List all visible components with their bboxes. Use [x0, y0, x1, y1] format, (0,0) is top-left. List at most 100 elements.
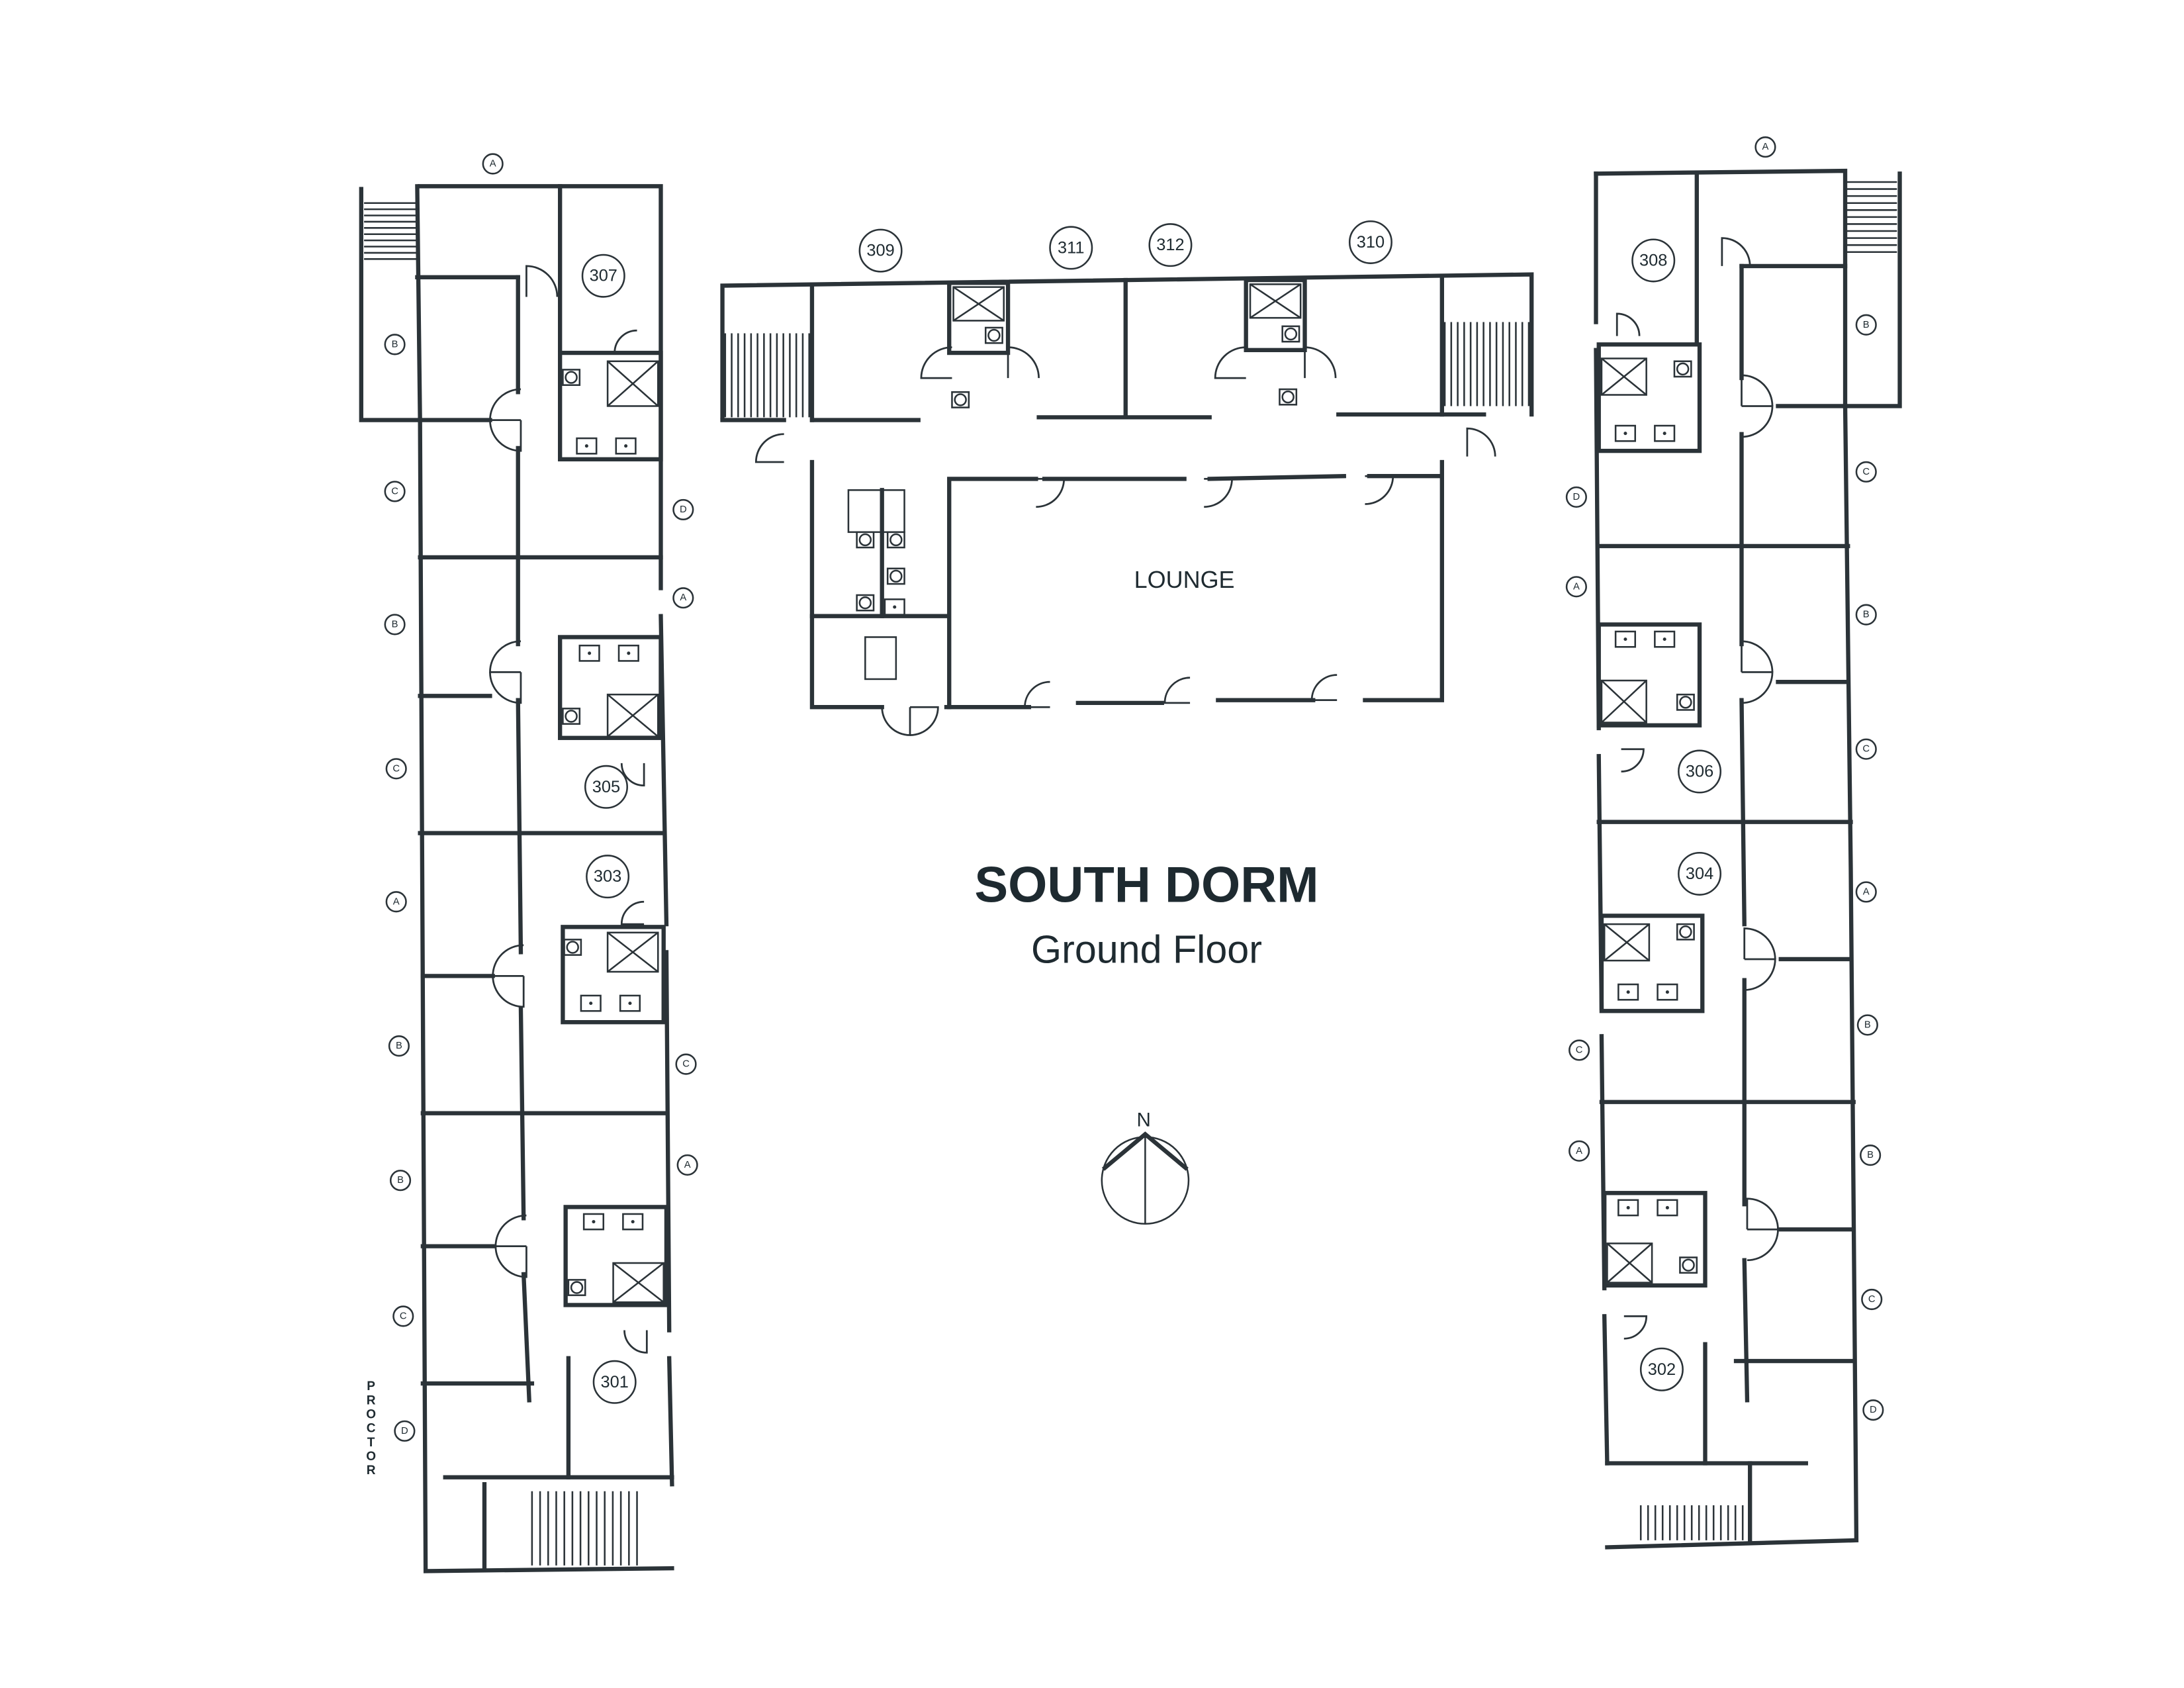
- room-307: 307: [581, 254, 625, 298]
- door-swing-icon: [620, 763, 645, 787]
- stairs-center-left: [724, 333, 810, 418]
- sink-icon: [1654, 424, 1676, 442]
- door-swing-icon: [614, 329, 637, 354]
- toilet-icon: [563, 939, 582, 956]
- stairs-right-bottom: [1639, 1505, 1751, 1540]
- bed-letter: B: [397, 1175, 404, 1186]
- bed-letter: A: [1863, 886, 1870, 897]
- room-302: 302: [1639, 1347, 1684, 1391]
- door-swing-icon: [1024, 680, 1050, 708]
- shower-icon: [606, 931, 659, 973]
- bed-letter: A: [1762, 142, 1769, 152]
- door-swing-icon: [754, 433, 784, 463]
- room-number: 304: [1686, 865, 1713, 883]
- sink-icon: [576, 437, 598, 455]
- bed-label: C: [1855, 461, 1877, 483]
- north-label: N: [1137, 1109, 1151, 1131]
- shower-icon: [612, 1262, 664, 1303]
- door-swing-icon: [1036, 478, 1066, 508]
- room-number: 301: [601, 1373, 629, 1391]
- toilet-icon: [1673, 360, 1692, 378]
- bed-letter: B: [1864, 1019, 1871, 1030]
- room-311: 311: [1049, 226, 1093, 270]
- toilet-icon: [562, 708, 581, 725]
- door-swing-icon: [494, 1214, 527, 1247]
- shower-icon: [1600, 357, 1647, 396]
- bed-label: B: [389, 1170, 412, 1192]
- bed-label: D: [672, 498, 694, 521]
- bed-letter: C: [1862, 744, 1870, 755]
- door-swing-icon: [525, 265, 559, 297]
- shower-icon: [1600, 679, 1647, 724]
- door-swing-icon: [1466, 427, 1496, 457]
- bed-letter: B: [392, 619, 398, 630]
- door-swing-icon: [1007, 346, 1040, 379]
- plan-title: SOUTH DORM: [974, 857, 1318, 913]
- door-swing-icon: [1304, 346, 1337, 379]
- door-swing-icon: [489, 388, 521, 421]
- bed-letter: D: [401, 1426, 408, 1436]
- door-swing-icon: [881, 707, 911, 736]
- toilet-icon: [856, 531, 875, 549]
- stairs-left-top: [364, 202, 418, 260]
- toilet-icon: [562, 369, 581, 386]
- bed-label: B: [1855, 314, 1877, 336]
- room-number: 303: [594, 867, 621, 886]
- plan-subtitle: Ground Floor: [1031, 927, 1262, 972]
- door-swing-icon: [1310, 674, 1338, 702]
- door-swing-icon: [489, 640, 521, 673]
- room-number: 305: [592, 778, 620, 796]
- bed-label: B: [1855, 604, 1877, 626]
- toilet-icon: [1676, 923, 1695, 941]
- room-number: 308: [1639, 251, 1667, 269]
- door-swing-icon: [1741, 374, 1774, 406]
- shower-icon: [1603, 923, 1651, 962]
- door-swing-icon: [1721, 237, 1751, 266]
- bed-letter: B: [1863, 320, 1870, 330]
- bed-label: A: [1754, 136, 1776, 158]
- shower-icon: [606, 693, 659, 737]
- bed-letter: C: [1576, 1045, 1583, 1055]
- room-number: 302: [1648, 1360, 1676, 1379]
- sink-icon: [615, 437, 637, 455]
- bed-label: A: [385, 891, 407, 913]
- bed-letter: B: [392, 339, 398, 350]
- door-swing-icon: [492, 976, 525, 1008]
- toilet-icon: [856, 594, 875, 612]
- room-number: 311: [1058, 238, 1084, 257]
- door-swing-icon: [1163, 677, 1191, 704]
- room-number: 309: [866, 242, 894, 260]
- room-number-circle: [1049, 226, 1093, 270]
- stairs-left-bottom: [531, 1491, 638, 1566]
- bed-label: C: [1861, 1288, 1883, 1311]
- room-305: 305: [584, 765, 628, 809]
- room-312: 312: [1148, 223, 1193, 267]
- bed-letter: D: [680, 504, 687, 515]
- room-308: 308: [1631, 238, 1676, 283]
- bed-label: B: [388, 1035, 410, 1057]
- room-number: 307: [590, 267, 617, 285]
- door-swing-icon: [1214, 346, 1246, 379]
- sink-icon: [1657, 1199, 1678, 1217]
- bed-letter: A: [1573, 581, 1580, 592]
- door-swing-icon: [1365, 475, 1394, 505]
- bed-label: C: [384, 481, 406, 502]
- door-swing-icon: [1741, 640, 1774, 673]
- sink-icon: [1614, 630, 1637, 648]
- room-number-circle: [586, 855, 630, 899]
- door-swing-icon: [1741, 671, 1774, 704]
- bed-letter: C: [1862, 467, 1870, 477]
- room-number: 306: [1686, 763, 1713, 781]
- door-swing-icon: [1204, 478, 1233, 508]
- bed-letter: D: [1870, 1405, 1877, 1415]
- bed-label: C: [1569, 1039, 1590, 1061]
- door-swing-icon: [1743, 927, 1776, 959]
- bed-label: A: [672, 587, 694, 609]
- sink-icon: [1654, 630, 1676, 648]
- bed-label: C: [385, 758, 407, 780]
- bed-letter: C: [1868, 1294, 1876, 1305]
- bed-letter: B: [1867, 1150, 1874, 1160]
- bed-letter: C: [682, 1059, 690, 1070]
